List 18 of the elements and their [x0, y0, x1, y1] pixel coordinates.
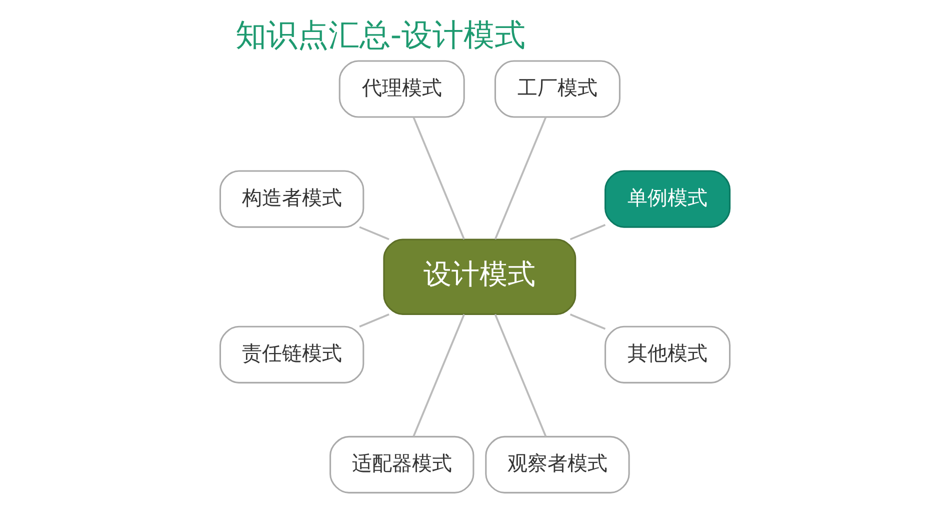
node-box: 观察者模式	[484, 436, 630, 494]
connector	[494, 116, 546, 240]
node-box: 构造者模式	[218, 170, 364, 228]
diagram-title: 知识点汇总-设计模式	[234, 17, 526, 54]
node-box: 适配器模式	[329, 436, 474, 494]
connector	[569, 314, 606, 330]
node-box: 设计模式	[382, 238, 576, 315]
connector	[358, 314, 389, 328]
connector	[412, 314, 464, 437]
node-box: 其他模式	[604, 326, 730, 384]
connector	[358, 226, 389, 240]
node-box: 责任链模式	[218, 326, 364, 384]
node-box: 单例模式	[604, 170, 730, 228]
node-box: 工厂模式	[494, 60, 620, 118]
connector	[569, 224, 606, 240]
node-box: 代理模式	[338, 60, 464, 118]
connector	[412, 116, 464, 240]
connector	[494, 314, 546, 437]
